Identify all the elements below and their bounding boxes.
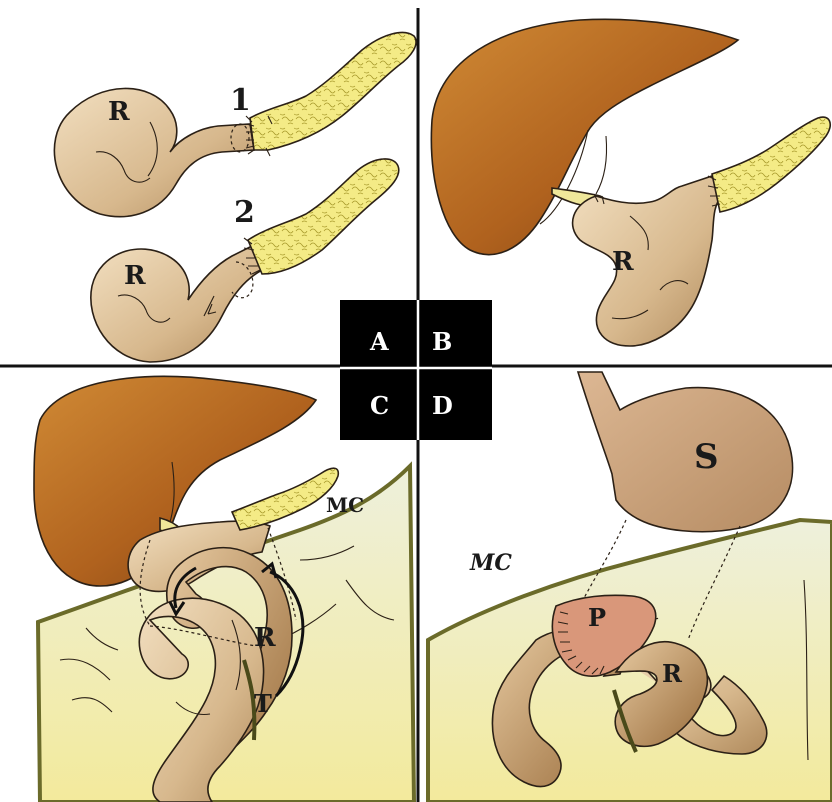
key-label-b: B — [432, 327, 452, 356]
panel-d-s-label: S — [694, 437, 719, 477]
key-label-a: A — [369, 327, 389, 356]
panel-d-r-label: R — [662, 659, 683, 688]
panel-c: R T MC — [34, 376, 414, 802]
panel-b-pancreas — [712, 117, 830, 212]
panel-c-r-label: R — [254, 623, 276, 653]
panel-d-stomach — [578, 372, 793, 532]
key-label-c: C — [370, 391, 389, 420]
key-box — [340, 300, 492, 440]
panel-a-upper-r-label: R — [108, 97, 130, 127]
panel-d-mc-label: MC — [469, 550, 512, 576]
panel-b: R — [431, 19, 830, 346]
panel-b-intestine — [573, 176, 722, 346]
panel-a-upper-intestine — [54, 88, 254, 216]
panel-a-upper-pancreas — [250, 32, 416, 150]
panel-a-lower-intestine — [91, 246, 262, 362]
panel-c-t-label: T — [254, 689, 272, 718]
panel-d-p-label: P — [588, 603, 606, 632]
panel-a-lower-pancreas — [248, 159, 399, 274]
panel-a-lower-r-label: R — [124, 261, 146, 291]
step-1-label: 1 — [230, 83, 251, 118]
panel-key: A B C D — [340, 300, 492, 440]
panel-b-r-label: R — [612, 247, 634, 277]
step-2-label: 2 — [234, 195, 255, 230]
panel-c-mc-label: MC — [326, 493, 364, 517]
key-label-d: D — [432, 391, 453, 420]
